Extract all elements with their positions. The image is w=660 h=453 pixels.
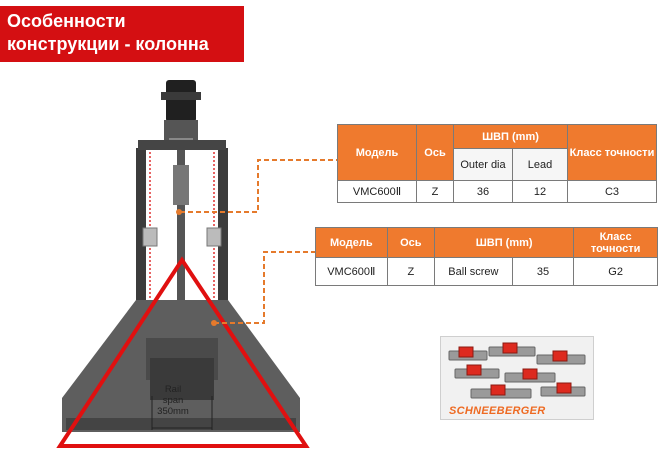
rail-span-label: Rail span 350mm [157, 384, 189, 417]
slide-title-line1: Особенности [7, 11, 126, 31]
rail-block-right [206, 227, 222, 247]
slide-title: Особенности конструкции - колонна [0, 6, 244, 62]
table-row: VMC600Ⅱ Z 36 12 C3 [337, 180, 657, 203]
header-model: Модель [337, 124, 417, 181]
header-outer-dia: Outer dia [453, 148, 513, 181]
brand-logo: SCHNEEBERGER [449, 405, 546, 417]
spec-table-1: Модель Ось ШВП (mm) Класс точности Outer… [337, 124, 657, 203]
callout-line-2 [214, 251, 315, 324]
linear-guide-photo: SCHNEEBERGER [440, 336, 594, 420]
header-accuracy: Класс точности [567, 124, 657, 181]
table-row: VMC600Ⅱ Z Ball screw 35 G2 [315, 257, 658, 286]
rail-block-left [142, 227, 158, 247]
linear-guide-illustration [448, 342, 586, 399]
slide-title-line2: конструкции - колонна [7, 34, 209, 54]
header-lead: Lead [512, 148, 568, 181]
motor [166, 80, 196, 122]
ball-screw [177, 150, 185, 330]
stability-triangle [56, 256, 310, 448]
header-model: Модель [315, 227, 388, 258]
callout-line-1 [180, 159, 337, 213]
header-axis: Ось [386, 227, 436, 258]
header-accuracy: Класс точности [573, 227, 658, 258]
header-ballscrew: ШВП (mm) [453, 124, 568, 149]
header-ballscrew: ШВП (mm) [434, 227, 575, 258]
header-axis: Ось [416, 124, 454, 181]
spec-table-2: Модель Ось ШВП (mm) Класс точности VMC60… [315, 227, 658, 286]
